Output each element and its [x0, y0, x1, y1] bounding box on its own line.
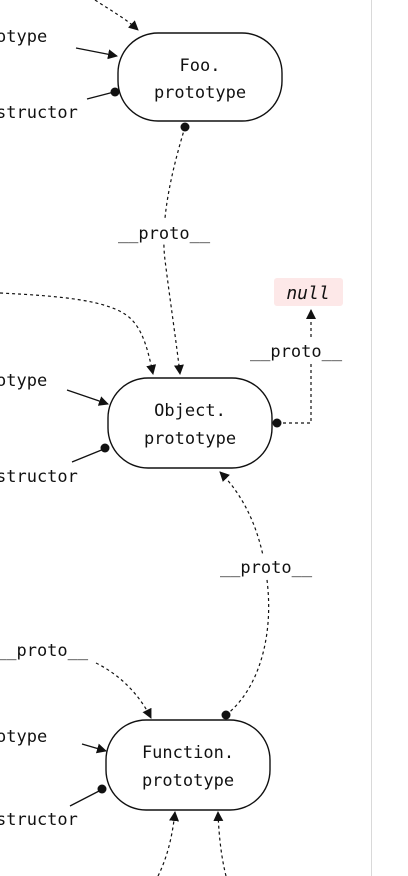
object-prototype-node	[107, 377, 273, 469]
function-constructor-edge	[69, 789, 102, 807]
sidebar-divider	[371, 0, 372, 876]
null-node-bg	[274, 278, 343, 306]
function-incoming-bottom-edge-left	[157, 811, 180, 876]
foo-prototype-line2: prototype	[154, 83, 246, 103]
foo-proto-label-bg	[118, 220, 210, 244]
foo-prototype-edge-label: otype	[0, 27, 47, 47]
foo-constructor-edge-label: structor	[0, 103, 78, 123]
foo-constructor-dot	[110, 87, 120, 97]
foo-prototype-node	[117, 32, 283, 122]
function-incoming-proto-label: __proto__	[0, 641, 89, 661]
function-proto-label-bg	[206, 554, 326, 578]
object-constructor-edge	[71, 448, 105, 463]
object-to-null-proto-edge	[277, 309, 316, 424]
function-constructor-dot	[97, 784, 107, 794]
object-constructor-dot	[100, 443, 110, 453]
function-incoming-bottom-edge-right	[213, 811, 227, 876]
function-constructor-edge-label: structor	[0, 810, 78, 830]
foo-to-object-proto-label: __proto__	[118, 224, 211, 244]
foo-to-object-proto-edge	[163, 126, 186, 375]
object-null-proto-label-bg	[238, 339, 354, 363]
foo-prototype-edge	[75, 47, 118, 60]
foo-prototype-line1: Foo.	[180, 56, 221, 76]
object-constructor-edge-label: structor	[0, 467, 78, 487]
object-prototype-edge-label: otype	[0, 371, 47, 391]
function-prototype-node	[105, 719, 271, 811]
function-incoming-proto-edge	[95, 662, 152, 719]
object-prototype-edge	[66, 389, 109, 406]
function-prototype-edge	[81, 743, 107, 754]
foo-incoming-dashed-edge	[94, 0, 139, 31]
function-to-object-proto-label: __proto__	[220, 558, 313, 578]
object-incoming-dashed-edge	[0, 292, 157, 375]
function-to-object-proto-edge	[219, 471, 270, 716]
function-prototype-line1: Function.	[142, 743, 234, 763]
object-to-null-proto-label: __proto__	[250, 342, 343, 362]
null-node-label: null	[286, 283, 329, 304]
function-prototype-line2: prototype	[142, 771, 234, 791]
object-prototype-line2: prototype	[144, 429, 236, 449]
foo-constructor-edge	[86, 91, 115, 100]
function-prototype-edge-label: otype	[0, 727, 47, 747]
object-prototype-line1: Object.	[154, 401, 226, 421]
